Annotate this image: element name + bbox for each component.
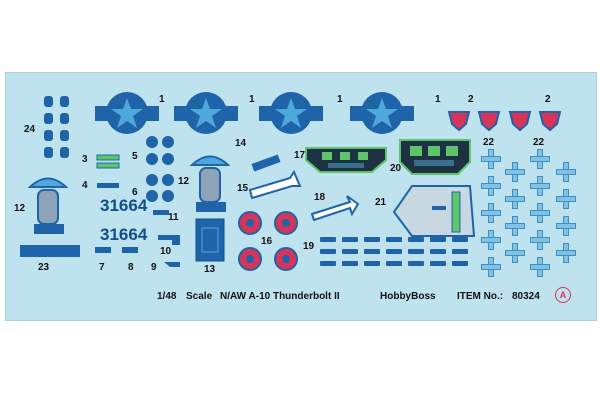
decal-number-22b: 22 <box>533 137 545 148</box>
decal-number-1a: 1 <box>159 94 165 105</box>
decal-number-2a: 2 <box>468 94 474 105</box>
decal-16-roundels <box>238 211 298 271</box>
scale-label: Scale <box>186 291 213 302</box>
national-insignia-1 <box>95 92 159 134</box>
decal-number-18: 18 <box>314 192 326 203</box>
item-number: 80324 <box>512 291 540 302</box>
decal-7-8 <box>95 247 138 253</box>
decal-number-14: 14 <box>235 138 247 149</box>
decal-number-8: 8 <box>128 262 134 273</box>
decal-18-arrow-placard <box>310 195 360 222</box>
decal-number-7: 7 <box>99 262 105 273</box>
decal-5-6-circles <box>146 136 174 202</box>
decal-number-20: 20 <box>390 163 402 174</box>
sheet-badge: A <box>555 287 571 303</box>
decal-number-5: 5 <box>132 151 138 162</box>
serial-number-2: 31664 <box>100 225 148 244</box>
decal-number-1c: 1 <box>337 94 343 105</box>
decal-number-12a: 12 <box>14 203 26 214</box>
decal-number-3: 3 <box>82 154 88 165</box>
decal-number-6: 6 <box>132 187 138 198</box>
decal-number-19: 19 <box>303 241 315 252</box>
decal-number-16: 16 <box>261 236 273 247</box>
decal-number-22a: 22 <box>483 137 495 148</box>
decal-21-canopy <box>392 185 476 237</box>
decal-23-bar <box>20 245 80 257</box>
squadron-badges <box>447 111 562 132</box>
item-label: ITEM No.: <box>457 291 504 302</box>
brand-name: HobbyBoss <box>380 291 436 302</box>
decal-number-15: 15 <box>237 183 249 194</box>
decal-number-17: 17 <box>294 150 306 161</box>
decal-24-markers <box>44 96 69 158</box>
national-insignia-3 <box>259 92 323 134</box>
decal-14-placard <box>251 154 281 172</box>
decal-number-11: 11 <box>168 212 179 223</box>
decal-17-instrument-panel <box>305 147 387 173</box>
decal-number-24: 24 <box>24 124 36 135</box>
decal-13-panel <box>195 218 225 262</box>
national-insignia-2 <box>174 92 238 134</box>
decal-3-4-bars <box>96 154 120 188</box>
decal-number-2b: 2 <box>545 94 551 105</box>
decal-number-1d: 1 <box>435 94 441 105</box>
decal-number-10: 10 <box>160 246 172 257</box>
nose-art-12-left <box>27 177 69 234</box>
decal-20-instrument-panel <box>399 139 471 175</box>
kit-title: N/AW A-10 Thunderbolt II <box>220 291 340 302</box>
decal-number-12b: 12 <box>178 176 190 187</box>
decal-number-9: 9 <box>151 262 157 273</box>
decal-number-4: 4 <box>82 180 88 191</box>
serial-number-1: 31664 <box>100 196 148 215</box>
decal-number-13: 13 <box>204 264 216 275</box>
decal-15-arrow-placard <box>248 169 302 200</box>
decal-number-23: 23 <box>38 262 50 273</box>
scale-value: 1/48 <box>157 291 177 302</box>
decal-9-10-11 <box>153 210 180 267</box>
national-insignia-4 <box>350 92 414 134</box>
decal-number-1b: 1 <box>249 94 255 105</box>
decal-number-21: 21 <box>375 197 387 208</box>
nose-art-12-right <box>189 155 231 212</box>
